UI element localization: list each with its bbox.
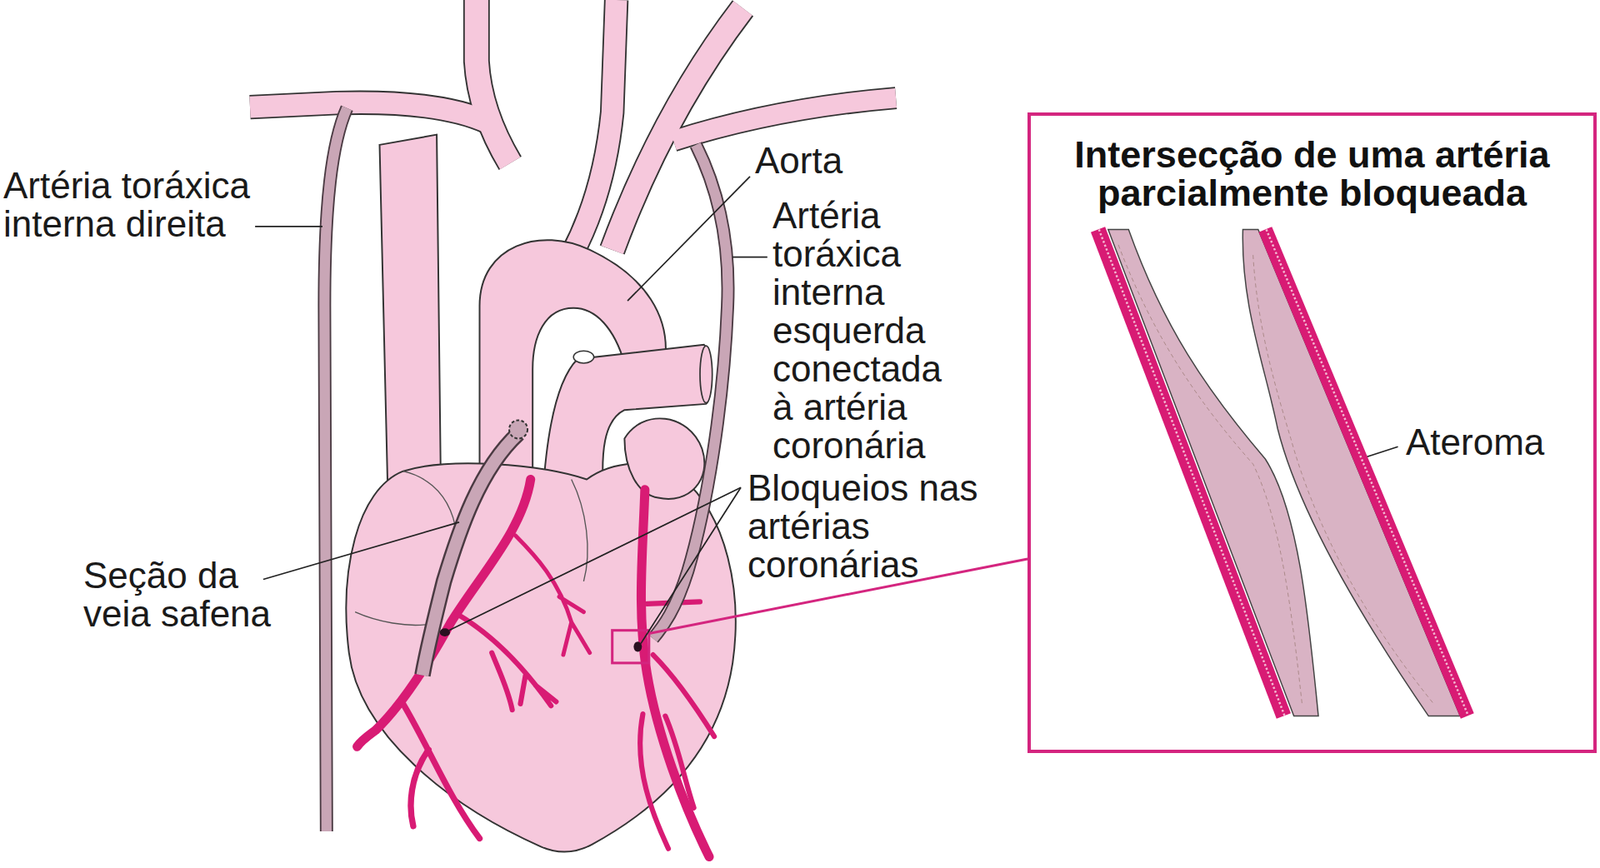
wall-texture bbox=[1099, 229, 1285, 716]
atheroma-plaque bbox=[1242, 229, 1460, 716]
part-label: Ateroma bbox=[1405, 423, 1590, 462]
thoracic-artery bbox=[653, 145, 729, 640]
wall-texture bbox=[1266, 229, 1469, 716]
leader-line bbox=[449, 487, 741, 630]
leader-line bbox=[732, 256, 768, 259]
subclavian-artery bbox=[250, 102, 488, 123]
artery-section bbox=[1098, 229, 1469, 716]
subclavian-artery bbox=[673, 98, 896, 141]
carotid-artery bbox=[571, 0, 617, 255]
brachiocephalic-trunk bbox=[476, 0, 510, 164]
vessel-gap bbox=[573, 350, 594, 364]
part-label: Artéria toráxica interna direita bbox=[3, 166, 270, 244]
leader-line bbox=[263, 522, 460, 580]
leader-line bbox=[627, 176, 750, 301]
thoracic-artery bbox=[653, 145, 729, 640]
thoracic-artery bbox=[324, 108, 347, 832]
part-label: Seção da veia safena bbox=[83, 556, 292, 634]
part-label: Aorta bbox=[755, 141, 922, 180]
thoracic-artery bbox=[324, 108, 347, 832]
graft-anastomosis bbox=[509, 420, 528, 439]
plaque-texture bbox=[1253, 255, 1435, 705]
coronary-branch bbox=[403, 704, 480, 840]
vein-graft bbox=[422, 433, 519, 675]
zoom-marker bbox=[612, 630, 650, 664]
coronary-branch bbox=[515, 535, 590, 655]
vein-graft bbox=[422, 433, 519, 675]
carotid-artery bbox=[571, 0, 617, 255]
subclavian-artery bbox=[250, 102, 488, 123]
coronary-branch bbox=[457, 614, 557, 710]
coronary-branch bbox=[640, 601, 715, 849]
leader-line bbox=[640, 487, 741, 644]
atrium-contour bbox=[355, 612, 429, 626]
vena-cava bbox=[380, 135, 441, 493]
leader-line bbox=[255, 225, 323, 228]
part-label: Bloqueios nas artérias coronárias bbox=[747, 469, 998, 585]
brachiocephalic-trunk bbox=[476, 0, 510, 164]
part-label: Artéria toráxica interna esquerda conect… bbox=[772, 196, 966, 465]
vessel-end bbox=[700, 345, 713, 404]
inset-heading: Intersecção de uma artéria parcialmente … bbox=[1047, 135, 1577, 213]
left-auricle bbox=[624, 418, 705, 500]
subclavian-artery bbox=[673, 98, 896, 141]
blockage-dot bbox=[440, 628, 450, 637]
